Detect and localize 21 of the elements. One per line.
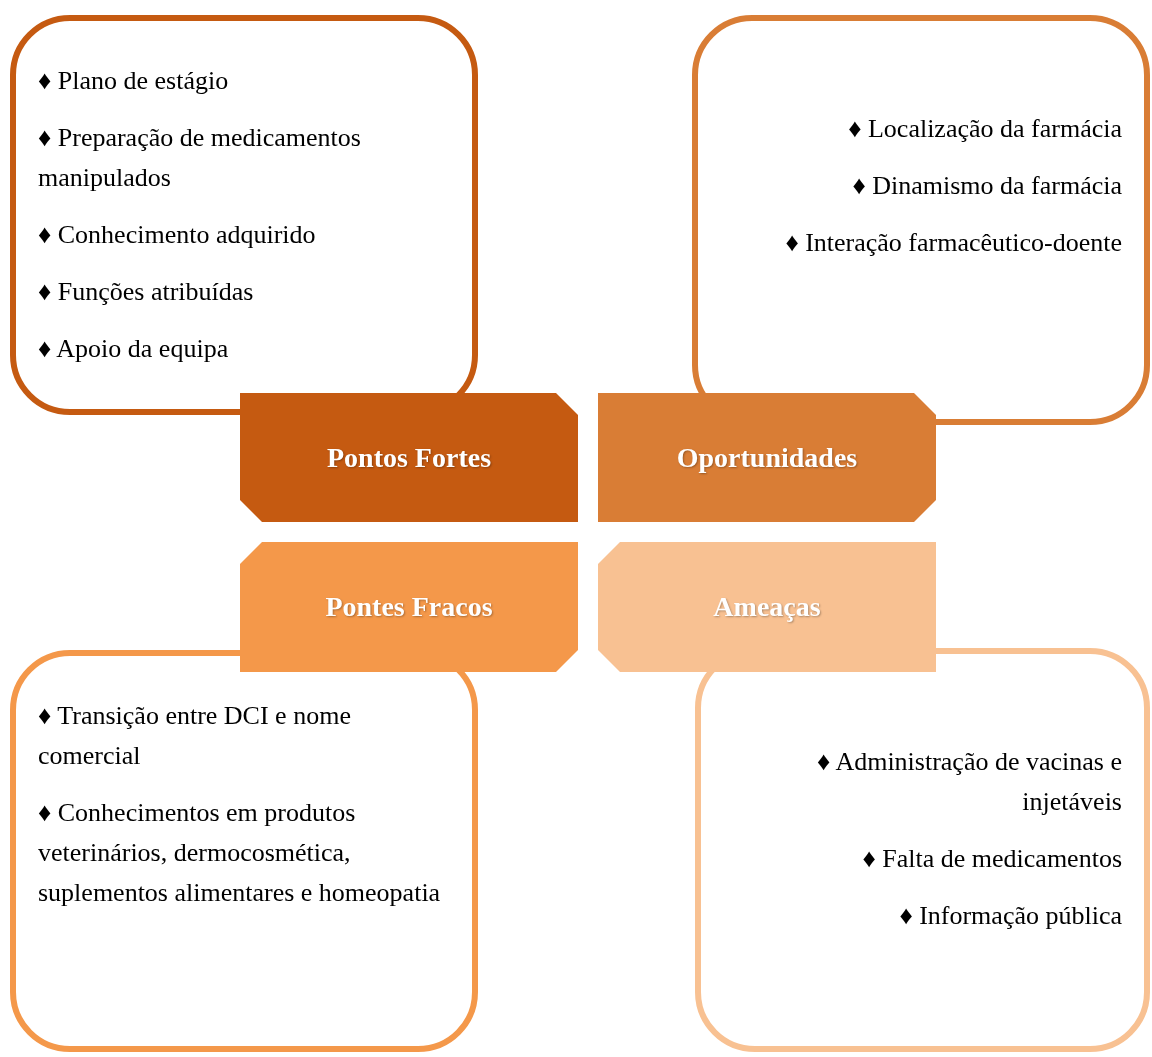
rounded-panel [695, 648, 1150, 1052]
list-item: ♦ Informação pública [898, 900, 1122, 932]
list-item: ♦ Interação farmacêutico-doente [784, 227, 1122, 259]
tab-label: Oportunidades [676, 441, 858, 474]
list-item: ♦ Plano de estágio [38, 65, 230, 97]
list-item: ♦ Falta de medicamentos [861, 843, 1122, 875]
list-item: ♦ Transição entre DCI e nome comercial [38, 700, 352, 772]
list-item: ♦ Localização da farmácia [847, 113, 1122, 145]
list-item: ♦ Conhecimento adquirido [38, 219, 317, 251]
tab-label: Ameaças [713, 591, 821, 623]
list-item: ♦ Conhecimentos em produtos veterinários, dermocosmética, suplementos alimentares e homeopatia [38, 797, 442, 909]
list-item: ♦ Funções atribuídas [38, 276, 255, 308]
rounded-panel [10, 650, 478, 1052]
tab-label: Pontes Fracos [325, 591, 493, 623]
tab-label: Pontos Fortes [326, 441, 492, 474]
list-item: ♦ Administração de vacinas e injetáveis [816, 746, 1122, 818]
rounded-panel [692, 15, 1150, 425]
rounded-panel [10, 15, 478, 415]
list-item: ♦ Preparação de medicamentos manipulados [38, 122, 362, 194]
list-item: ♦ Apoio da equipa [38, 333, 230, 365]
list-item: ♦ Dinamismo da farmácia [851, 170, 1122, 202]
